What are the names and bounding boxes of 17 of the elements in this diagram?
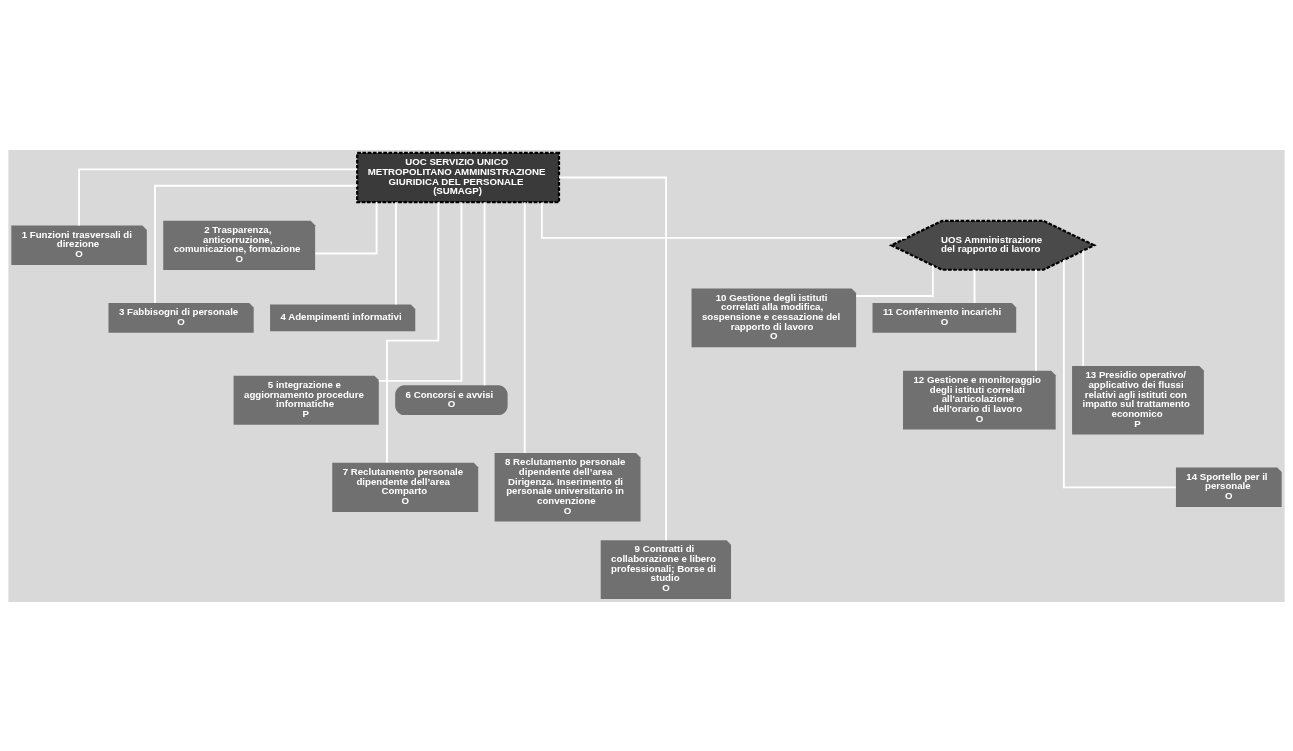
connector: [1062, 258, 1177, 488]
connector: [78, 167, 358, 226]
connector: [855, 264, 934, 297]
connector: [386, 200, 440, 463]
node-box: 6 Concorsi e avvisi O: [395, 384, 508, 415]
connector: [314, 200, 378, 254]
connector: [1035, 268, 1037, 372]
connector: [1082, 249, 1085, 367]
connector: [540, 201, 908, 239]
connector: [377, 200, 463, 382]
node-box: UOC SERVIZIO UNICO METROPOLITANO AMMINISTRAZIONE GIURIDICA DEL PERSONALE (SUMAGP): [356, 151, 561, 203]
connector: [395, 200, 397, 305]
connector: [483, 200, 486, 386]
connector: [973, 268, 976, 304]
connector: [154, 184, 359, 304]
connector: [523, 200, 526, 454]
connector: [558, 176, 667, 541]
